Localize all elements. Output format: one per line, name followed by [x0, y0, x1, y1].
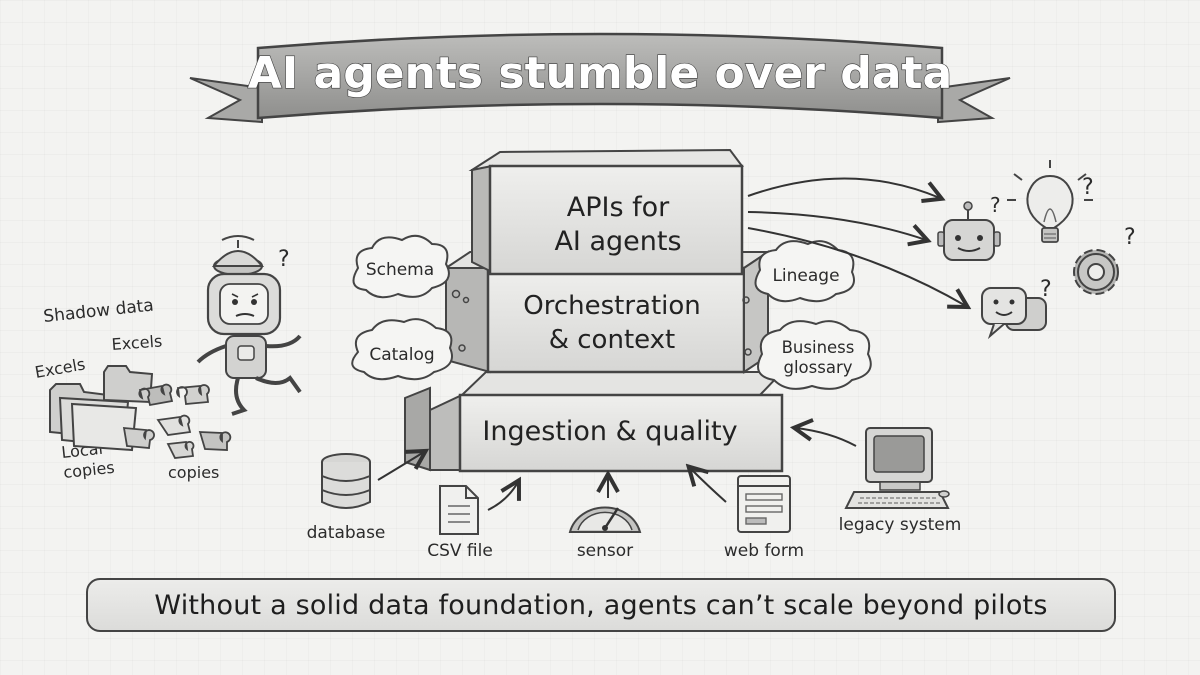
cloud-business-glossary: Business glossary: [744, 320, 872, 390]
source-sensor: sensor: [568, 476, 642, 561]
copies-label: copies: [168, 463, 219, 482]
gear-question: ?: [1124, 225, 1136, 250]
web-form-icon: [737, 475, 791, 533]
excels-label-2: Excels: [111, 331, 163, 353]
ingestion-label: Ingestion & quality: [482, 416, 737, 447]
apis-label-line2: AI agents: [554, 226, 681, 257]
footer-message: Without a solid data foundation, agents …: [154, 589, 1048, 621]
cloud-lineage: Lineage: [742, 240, 855, 304]
stack-box-apis: APIs for AI agents: [468, 148, 744, 276]
gauge-icon: [568, 506, 642, 533]
chat-question: ?: [1040, 277, 1052, 302]
csv-file-icon: [439, 485, 479, 535]
web-form-label: web form: [724, 541, 804, 561]
robot-question: ?: [990, 193, 1001, 217]
title-banner: AI agents stumble over data: [189, 32, 1011, 124]
confused-robot-icon: ?: [196, 235, 302, 416]
cloud-schema: Schema: [352, 234, 470, 304]
csv-file-label: CSV file: [427, 541, 493, 561]
legacy-system-label: legacy system: [839, 515, 962, 535]
gear-icon: [1073, 249, 1119, 295]
stack-box-ingestion: Ingestion & quality: [404, 371, 785, 473]
cloud-business-label-line1: Business: [782, 338, 855, 357]
sensor-label: sensor: [577, 541, 633, 561]
puzzle-piece-icon: [122, 383, 232, 459]
source-legacy-system: legacy system: [796, 428, 961, 535]
footer-banner: Without a solid data foundation, agents …: [86, 578, 1116, 632]
database-label: database: [307, 523, 386, 543]
source-database: database: [307, 452, 424, 543]
apis-label-line1: APIs for: [567, 192, 670, 223]
cloud-business-label-line2: glossary: [783, 358, 852, 377]
cloud-schema-label: Schema: [366, 260, 434, 280]
csv-arrow: [487, 482, 518, 511]
folder-icon: [49, 365, 154, 452]
source-csv-file: CSV file: [427, 482, 518, 561]
excels-label-1: Excels: [33, 354, 86, 382]
database-arrow: [377, 452, 424, 481]
cloud-catalog-label: Catalog: [369, 345, 434, 365]
robot-icon: [937, 201, 1001, 261]
shadow-data-label: Shadow data: [42, 296, 154, 327]
lightbulb-question: ?: [1082, 175, 1094, 200]
orchestration-label-line1: Orchestration: [523, 291, 701, 321]
computer-icon: [844, 427, 950, 509]
cloud-catalog: Catalog: [351, 318, 466, 381]
lightbulb-icon: [1007, 160, 1093, 243]
source-web-form: web form: [690, 468, 804, 561]
web-form-arrow: [690, 468, 727, 503]
database-icon: [321, 453, 371, 509]
orchestration-label-line2: & context: [549, 325, 676, 355]
legacy-arrow: [796, 428, 857, 447]
robot-question-mark: ?: [278, 247, 290, 272]
shadow-data-area: Shadow data Excels Excels Local copies c…: [33, 235, 302, 482]
output-arrows: [747, 177, 966, 306]
local-copies-label-line2: copies: [62, 458, 115, 482]
chat-bubble-icon: [981, 287, 1047, 340]
cloud-lineage-label: Lineage: [772, 266, 839, 286]
page-title: AI agents stumble over data: [248, 48, 952, 99]
